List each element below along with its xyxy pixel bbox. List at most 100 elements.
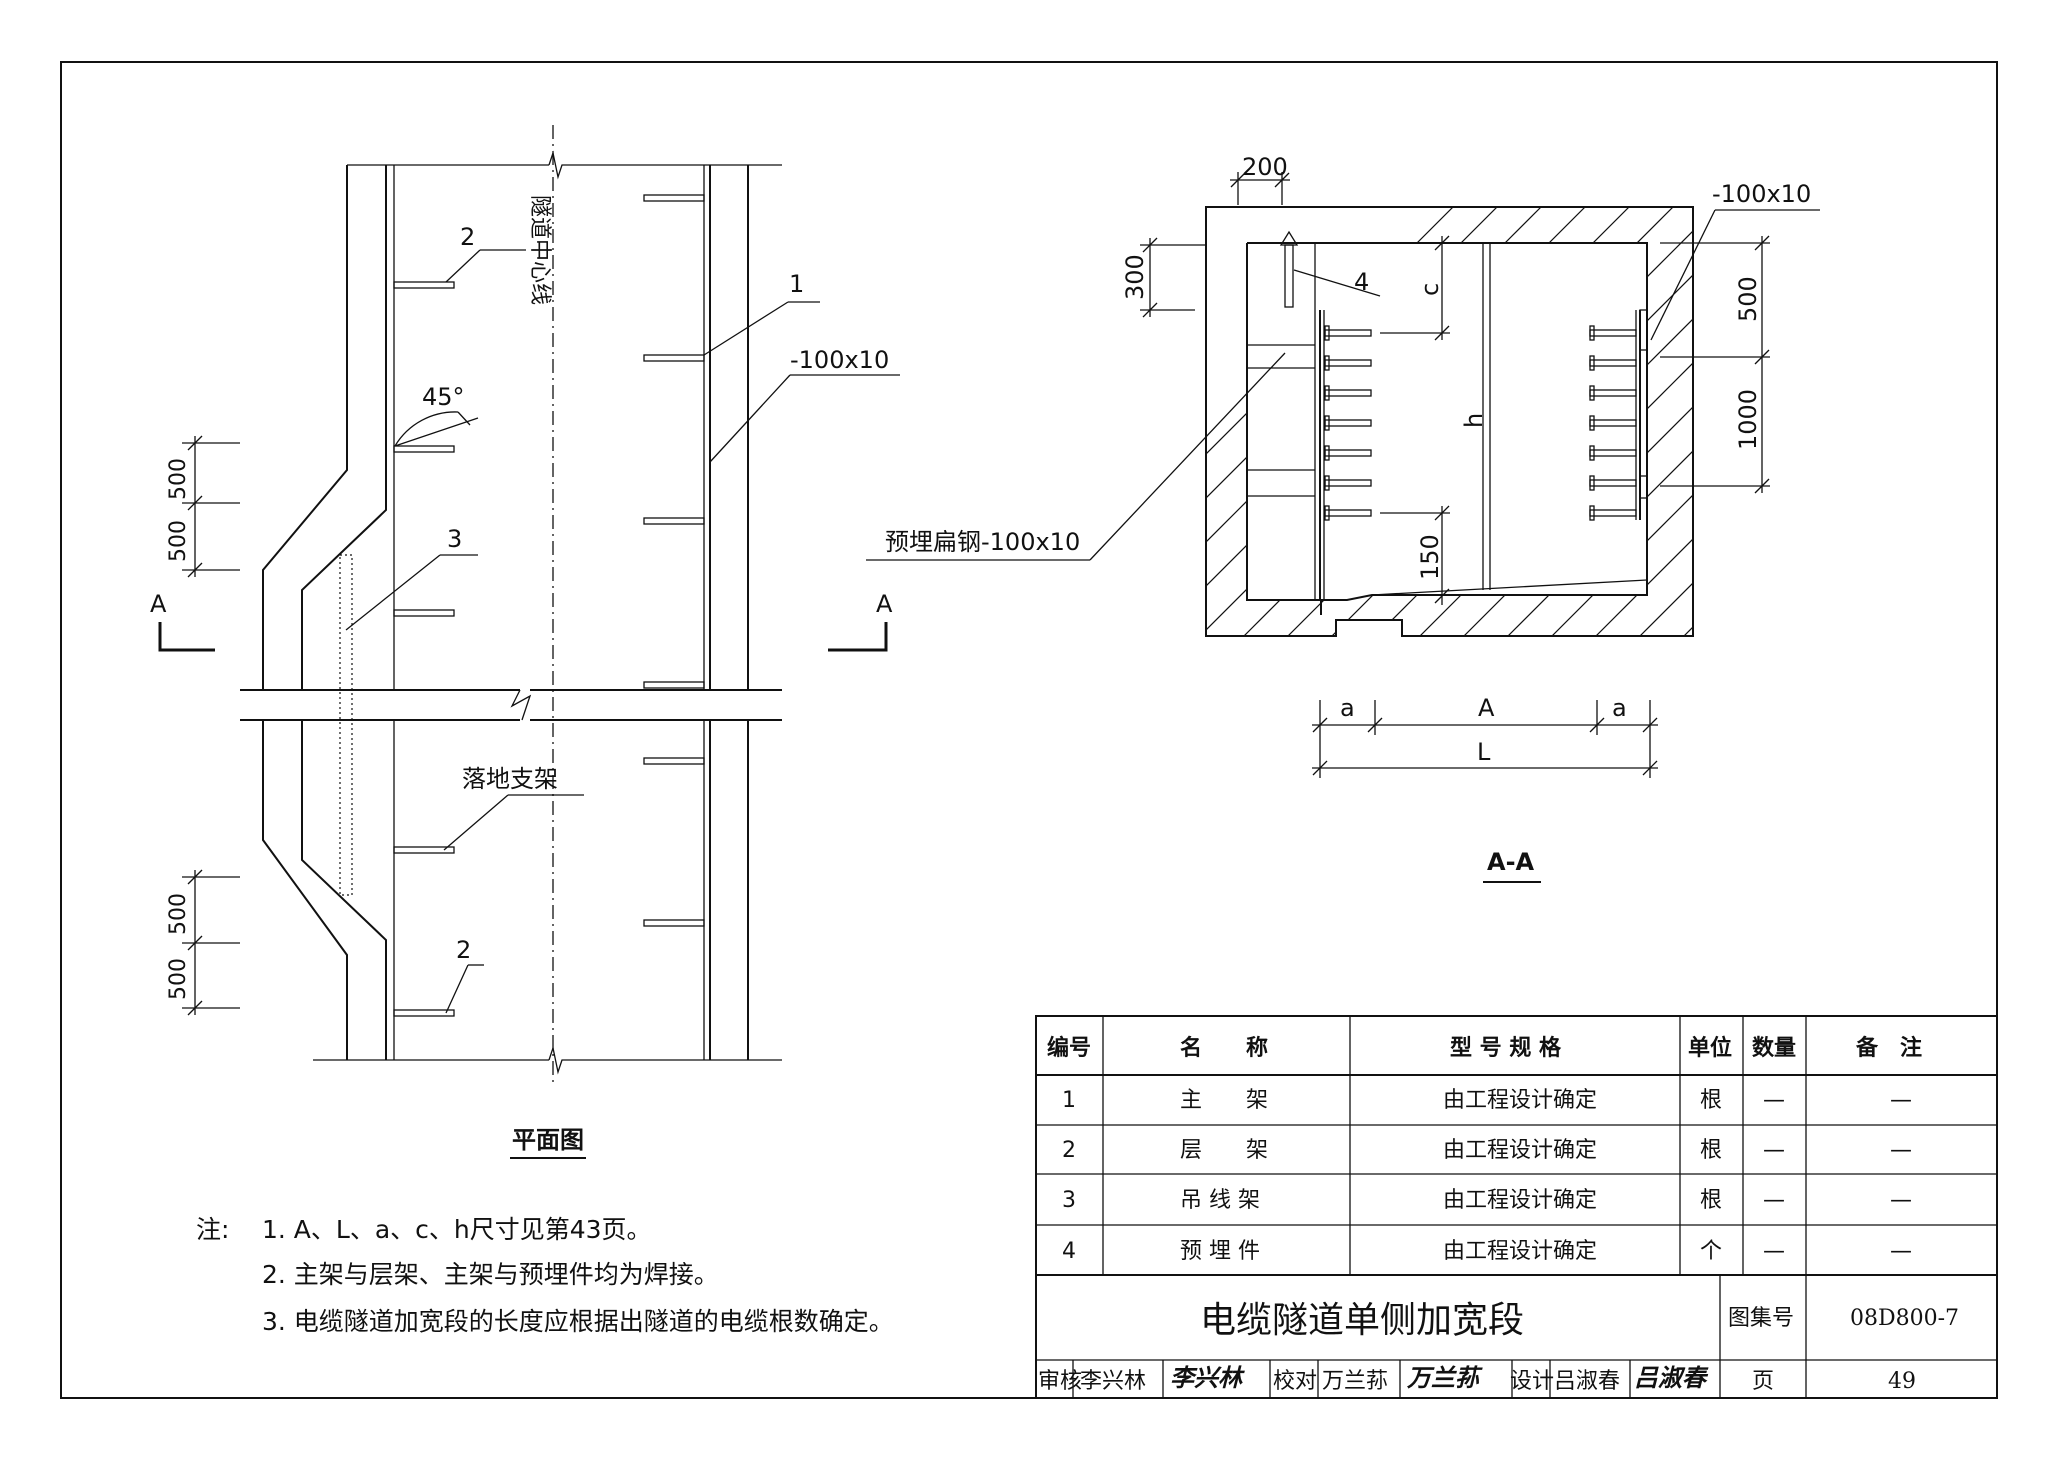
section-outer-outline bbox=[1205, 206, 1694, 637]
svg-text:根: 根 bbox=[1700, 1138, 1722, 1163]
atlas-no: 08D800-7 bbox=[1850, 1306, 1959, 1331]
svg-text:由工程设计确定: 由工程设计确定 bbox=[1443, 1188, 1597, 1213]
svg-text:编号: 编号 bbox=[1047, 1035, 1091, 1061]
svg-text:备 注: 备 注 bbox=[1855, 1035, 1922, 1061]
svg-text:L: L bbox=[1477, 738, 1491, 766]
svg-text:—: — bbox=[1890, 1188, 1912, 1213]
svg-text:李兴林: 李兴林 bbox=[1080, 1369, 1146, 1394]
dim-200: 200 bbox=[1230, 153, 1290, 205]
svg-text:—: — bbox=[1763, 1188, 1785, 1213]
svg-text:500: 500 bbox=[166, 458, 191, 500]
title-block: 电缆隧道单侧加宽段 图集号 08D800-7 审核 李兴林 李兴林 校对 万兰荪… bbox=[1038, 1275, 1959, 1398]
left-shelves-bottom bbox=[393, 846, 455, 1017]
dim-h: h bbox=[1460, 243, 1491, 590]
svg-text:由工程设计确定: 由工程设计确定 bbox=[1443, 1088, 1597, 1113]
hatch-line bbox=[1924, 180, 2048, 660]
svg-text:型 号 规 格: 型 号 规 格 bbox=[1450, 1035, 1562, 1061]
svg-text:A: A bbox=[1478, 694, 1495, 722]
callout-4: 4 bbox=[1354, 268, 1369, 296]
svg-text:500: 500 bbox=[166, 520, 191, 562]
section-title: A-A bbox=[1487, 848, 1535, 876]
callout-2-top: 2 bbox=[460, 223, 475, 251]
svg-text:1000: 1000 bbox=[1734, 389, 1762, 450]
svg-text:单位: 单位 bbox=[1688, 1035, 1732, 1061]
dim-300: 300 bbox=[1121, 237, 1206, 318]
svg-text:300: 300 bbox=[1121, 254, 1149, 300]
checker-signature: 万兰荪 bbox=[1406, 1363, 1483, 1392]
plan-view: 45° 2 1 -100x10 3 落地支架 2 隧道中心线 bbox=[150, 125, 900, 1159]
svg-text:层 架: 层 架 bbox=[1180, 1138, 1268, 1163]
svg-text:1: 1 bbox=[1062, 1088, 1076, 1113]
bom-table: 编号 名 称 型 号 规 格 单位 数量 备 注 1 主 架 由工程设计确定 根… bbox=[1035, 1015, 1998, 1399]
table-row: 2 层 架 由工程设计确定 根 — — bbox=[1062, 1138, 1912, 1163]
svg-text:设计: 设计 bbox=[1510, 1369, 1554, 1394]
svg-text:a: a bbox=[1340, 694, 1355, 722]
svg-text:—: — bbox=[1890, 1088, 1912, 1113]
svg-text:a: a bbox=[1612, 694, 1627, 722]
hatch-line bbox=[1206, 207, 1481, 636]
svg-text:根: 根 bbox=[1700, 1188, 1722, 1213]
drawing-title: 电缆隧道单侧加宽段 bbox=[1200, 1300, 1524, 1341]
svg-text:数量: 数量 bbox=[1752, 1035, 1796, 1061]
svg-text:4: 4 bbox=[1062, 1239, 1076, 1264]
designer-signature: 吕淑春 bbox=[1634, 1363, 1709, 1392]
note-1: 1. A、L、a、c、h尺寸见第43页。 bbox=[262, 1215, 652, 1244]
svg-text:预 埋 件: 预 埋 件 bbox=[1180, 1239, 1260, 1264]
svg-text:—: — bbox=[1763, 1138, 1785, 1163]
svg-text:500: 500 bbox=[1734, 276, 1762, 322]
hatch-line bbox=[1206, 207, 1613, 636]
page-number: 49 bbox=[1888, 1369, 1916, 1394]
concrete-hatch bbox=[1206, 180, 2048, 660]
hatch-line bbox=[1880, 180, 2048, 660]
svg-text:500: 500 bbox=[166, 893, 191, 935]
table-row: 1 主 架 由工程设计确定 根 — — bbox=[1062, 1088, 1912, 1113]
hatch-line bbox=[1836, 180, 2048, 660]
svg-text:A: A bbox=[876, 590, 893, 618]
callout-2-bottom: 2 bbox=[456, 936, 471, 964]
dim-left-bottom: 500 500 bbox=[166, 869, 240, 1016]
reviewer-signature: 李兴林 bbox=[1170, 1363, 1245, 1392]
left-wall-inner bbox=[301, 165, 387, 1060]
svg-text:吊 线 架: 吊 线 架 bbox=[1180, 1188, 1260, 1213]
svg-text:万兰荪: 万兰荪 bbox=[1322, 1369, 1388, 1394]
svg-text:150: 150 bbox=[1416, 534, 1444, 580]
embedded-steel-label: 预埋扁钢-100x10 bbox=[885, 528, 1080, 556]
svg-text:A: A bbox=[150, 590, 167, 618]
svg-text:3: 3 bbox=[1062, 1188, 1076, 1213]
hatch-line bbox=[1748, 180, 2048, 660]
svg-text:—: — bbox=[1890, 1138, 1912, 1163]
hanger-frame bbox=[339, 554, 353, 896]
hatch-line bbox=[1571, 207, 1693, 636]
note-2: 2. 主架与层架、主架与预埋件均为焊接。 bbox=[262, 1260, 719, 1289]
callout-1: 1 bbox=[789, 270, 804, 298]
section-view: 200 300 c h bbox=[866, 153, 2048, 883]
notes: 注: 1. A、L、a、c、h尺寸见第43页。 2. 主架与层架、主架与预埋件均… bbox=[196, 1215, 894, 1336]
section-mark-left: A bbox=[150, 590, 215, 652]
ground-bracket-label: 落地支架 bbox=[462, 765, 558, 793]
hatch-line bbox=[1968, 180, 2048, 660]
dim-c: c bbox=[1380, 235, 1450, 341]
table-row: 4 预 埋 件 由工程设计确定 个 — — bbox=[1062, 1239, 1912, 1264]
angle-label: 45° bbox=[422, 383, 465, 411]
dim-left-top: 500 500 bbox=[166, 435, 240, 578]
hatch-line bbox=[1483, 207, 1693, 636]
svg-text:审核: 审核 bbox=[1038, 1369, 1082, 1394]
outlet-duct bbox=[240, 689, 782, 721]
svg-text:名 称: 名 称 bbox=[1180, 1035, 1268, 1061]
dim-right: 500 1000 bbox=[1660, 235, 1770, 494]
svg-text:主 架: 主 架 bbox=[1180, 1088, 1268, 1113]
svg-text:h: h bbox=[1460, 413, 1488, 428]
flat-steel-label: -100x10 bbox=[790, 346, 889, 374]
right-shelves bbox=[643, 194, 705, 927]
centerline-label: 隧道中心线 bbox=[527, 195, 552, 305]
section-left-shelves bbox=[1324, 325, 1372, 521]
svg-text:吕淑春: 吕淑春 bbox=[1554, 1369, 1620, 1394]
svg-text:根: 根 bbox=[1700, 1088, 1722, 1113]
left-shelves-top bbox=[393, 281, 455, 617]
svg-text:—: — bbox=[1890, 1239, 1912, 1264]
svg-text:由工程设计确定: 由工程设计确定 bbox=[1443, 1239, 1597, 1264]
hatch-line bbox=[1792, 180, 2048, 660]
section-right-shelves bbox=[1589, 325, 1637, 521]
svg-text:—: — bbox=[1763, 1088, 1785, 1113]
hatch-line bbox=[1206, 207, 1525, 636]
